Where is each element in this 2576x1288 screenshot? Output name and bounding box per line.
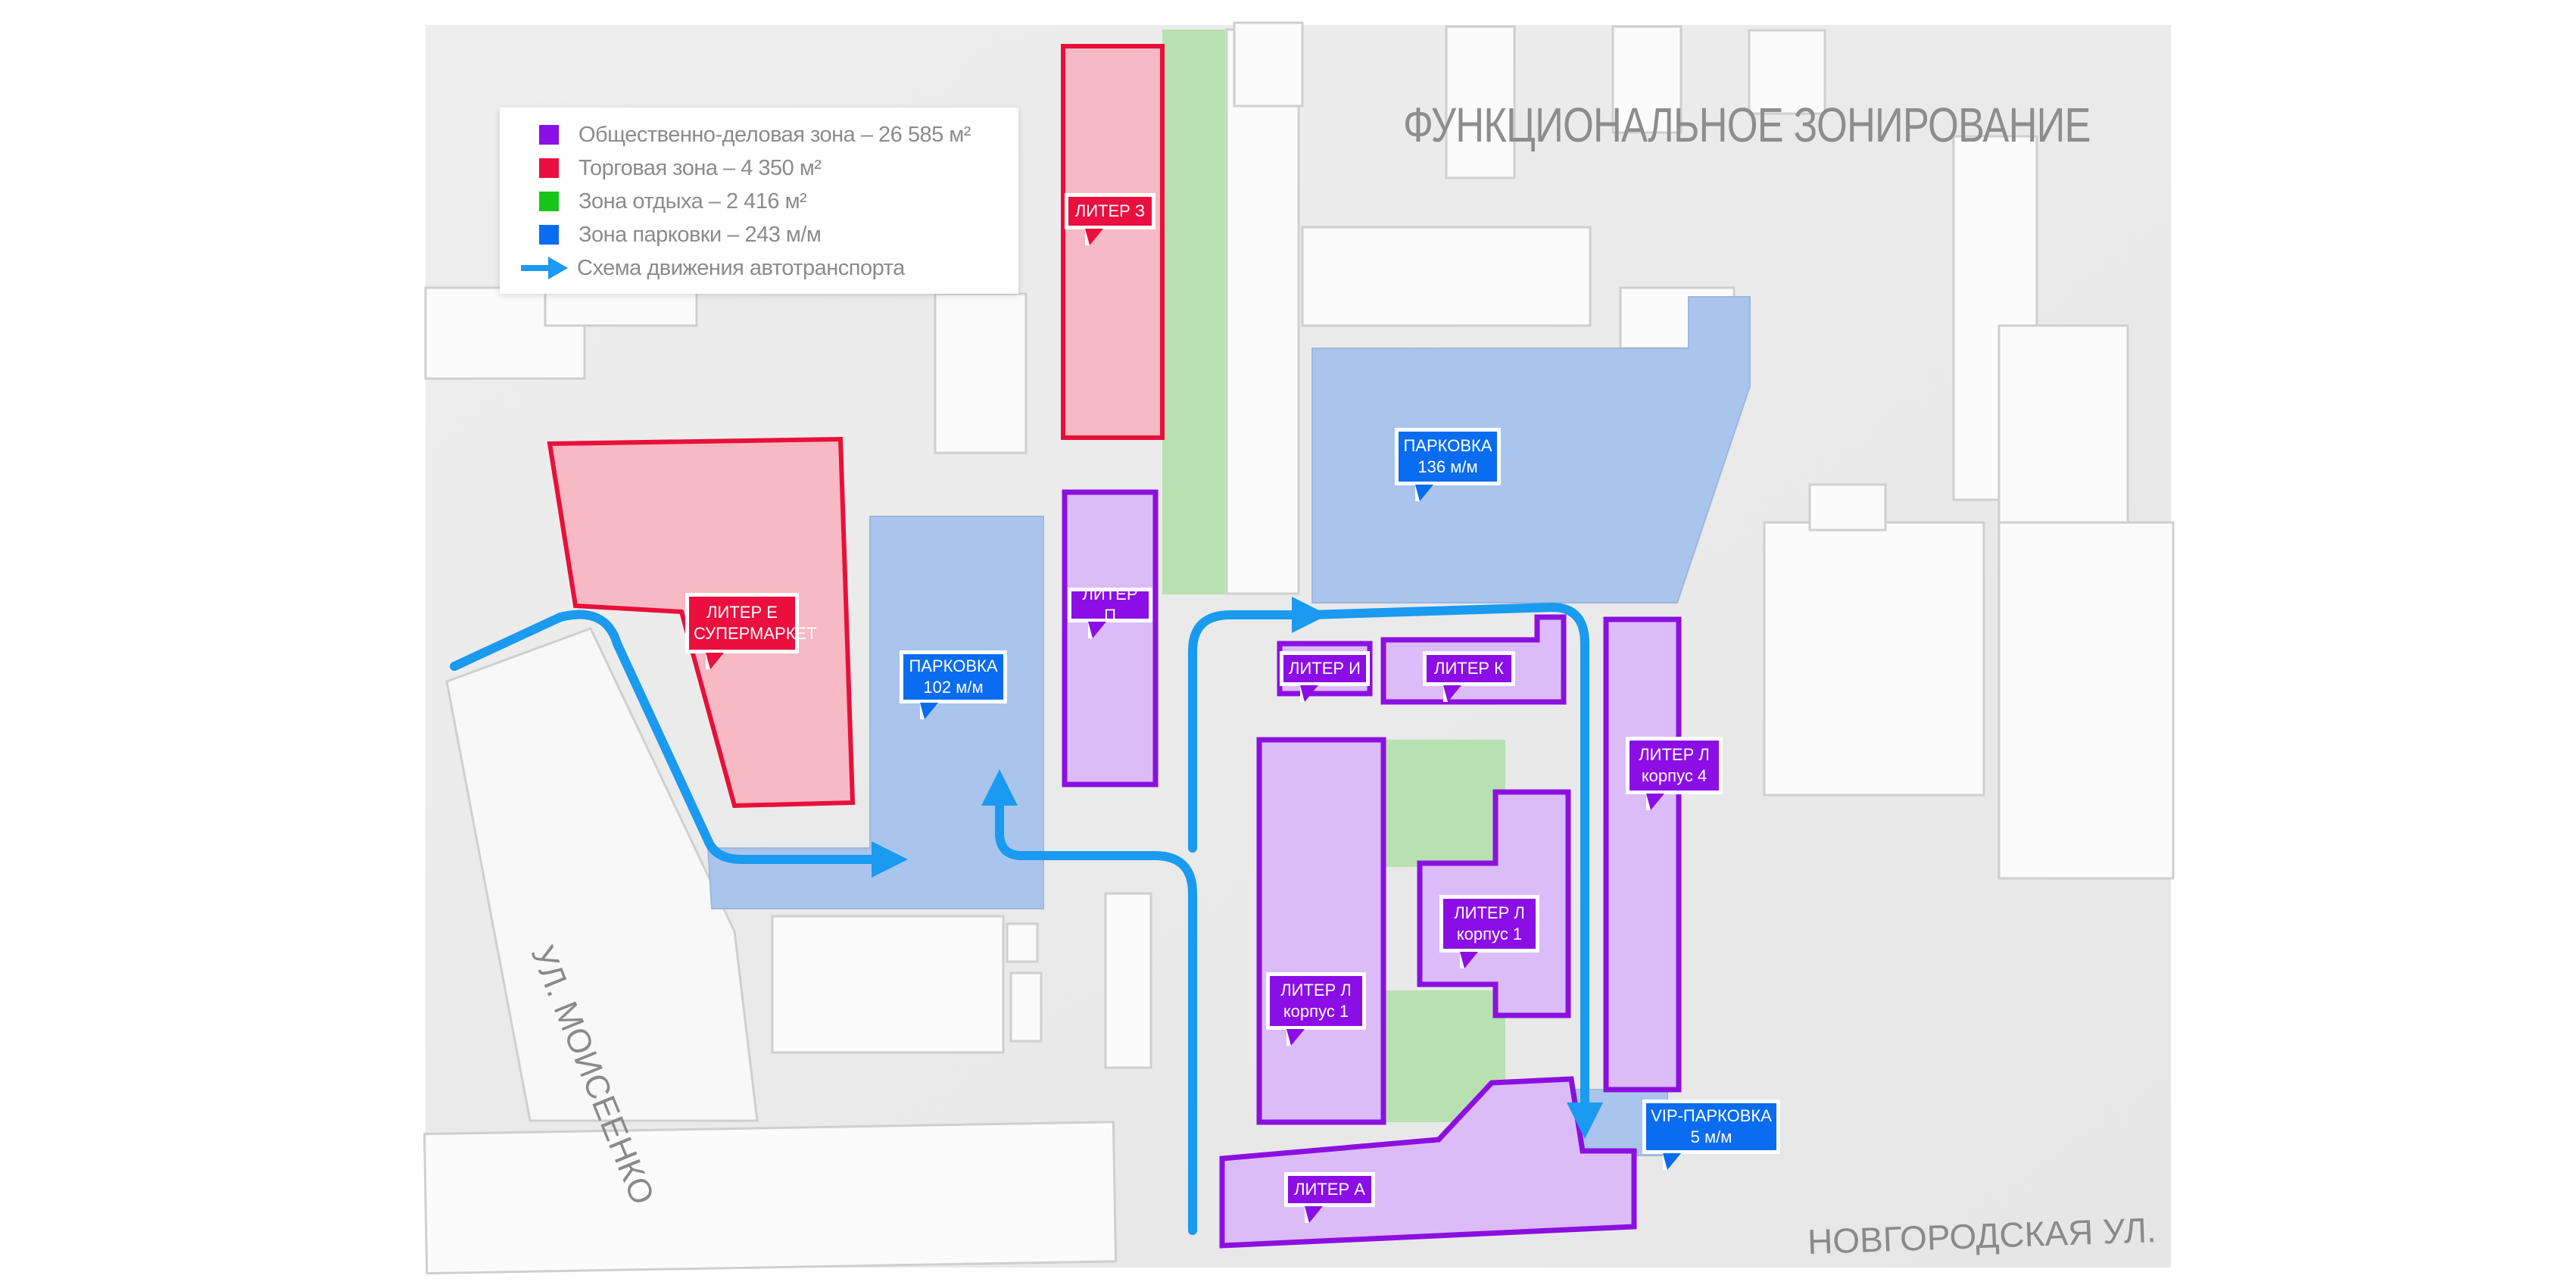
label-text: ПАРКОВКА [909,656,998,675]
label-liter-l-korpus-4: ЛИТЕР Л корпус 4 [1626,737,1723,810]
label-text: VIP-ПАРКОВКА [1651,1106,1772,1125]
label-text: 5 м/м [1690,1127,1732,1146]
label-parking-136: ПАРКОВКА 136 м/м [1395,428,1501,501]
label-text: ЛИТЕР З [1074,201,1146,220]
label-liter-l-korpus-1-left: ЛИТЕР Л корпус 1 [1266,972,1366,1046]
legend-item-traffic: Схема движения автотранспорта [521,253,905,283]
legend-item-parking: Зона парковки – 243 м/м [532,220,822,250]
legend-label: Общественно-деловая зона – 26 585 м² [579,122,971,147]
label-text: ЛИТЕР К [1434,659,1504,678]
label-text: ЛИТЕР Л [1280,981,1352,1000]
label-text: 102 м/м [923,678,984,697]
purple-swatch-icon [539,125,559,145]
label-liter-l-korpus-1-center: ЛИТЕР Л корпус 1 [1439,895,1539,968]
traffic-route-arrows [450,597,1603,1235]
label-text: ЛИТЕР Л [1454,903,1525,922]
label-liter-p: ЛИТЕР П [1068,585,1152,638]
label-text: ЛИТЕР П [1082,585,1138,625]
label-text: СУПЕРМАРКЕТ [694,624,817,643]
legend-item-public-business: Общественно-деловая зона – 26 585 м² [532,120,971,150]
label-text: корпус 1 [1456,925,1523,943]
label-text: ЛИТЕР И [1289,659,1361,678]
label-text: корпус 1 [1283,1002,1349,1021]
legend-label: Зона отдыха – 2 416 м² [579,189,807,214]
arrow-right-icon [521,257,568,279]
legend-label: Схема движения автотранспорта [577,255,905,280]
background-buildings [423,21,2175,1275]
label-liter-i: ЛИТЕР И [1280,651,1370,702]
green-swatch-icon [539,192,559,211]
map-legend: Общественно-деловая зона – 26 585 м² Тор… [500,108,1018,294]
parking-zones [706,296,1751,1156]
legend-item-commercial: Торговая зона – 4 350 м² [532,153,822,183]
page-title: ФУНКЦИОНАЛЬНОЕ ЗОНИРОВАНИЕ [1403,98,2091,152]
label-text: ЛИТЕР Е [706,603,778,622]
recreation-zones [1162,30,1505,1122]
label-liter-a: ЛИТЕР А [1284,1172,1375,1223]
label-text: ЛИТЕР А [1294,1180,1365,1199]
legend-label: Торговая зона – 4 350 м² [579,155,822,180]
red-swatch-icon [539,158,559,178]
label-text: корпус 4 [1641,766,1707,785]
label-parking-102: ПАРКОВКА 102 м/м [900,650,1007,719]
legend-item-recreation: Зона отдыха – 2 416 м² [532,186,807,217]
label-liter-e-supermarket: ЛИТЕР Е СУПЕРМАРКЕТ [685,593,817,669]
blue-swatch-icon [539,225,559,245]
legend-label: Зона парковки – 243 м/м [579,222,822,247]
label-liter-z: ЛИТЕР З [1065,193,1155,245]
label-text: ПАРКОВКА [1403,436,1492,455]
label-vip-parking: VIP-ПАРКОВКА 5 м/м [1642,1099,1780,1170]
label-text: 136 м/м [1417,457,1478,476]
label-liter-k: ЛИТЕР К [1423,651,1515,702]
label-text: ЛИТЕР Л [1639,745,1710,764]
